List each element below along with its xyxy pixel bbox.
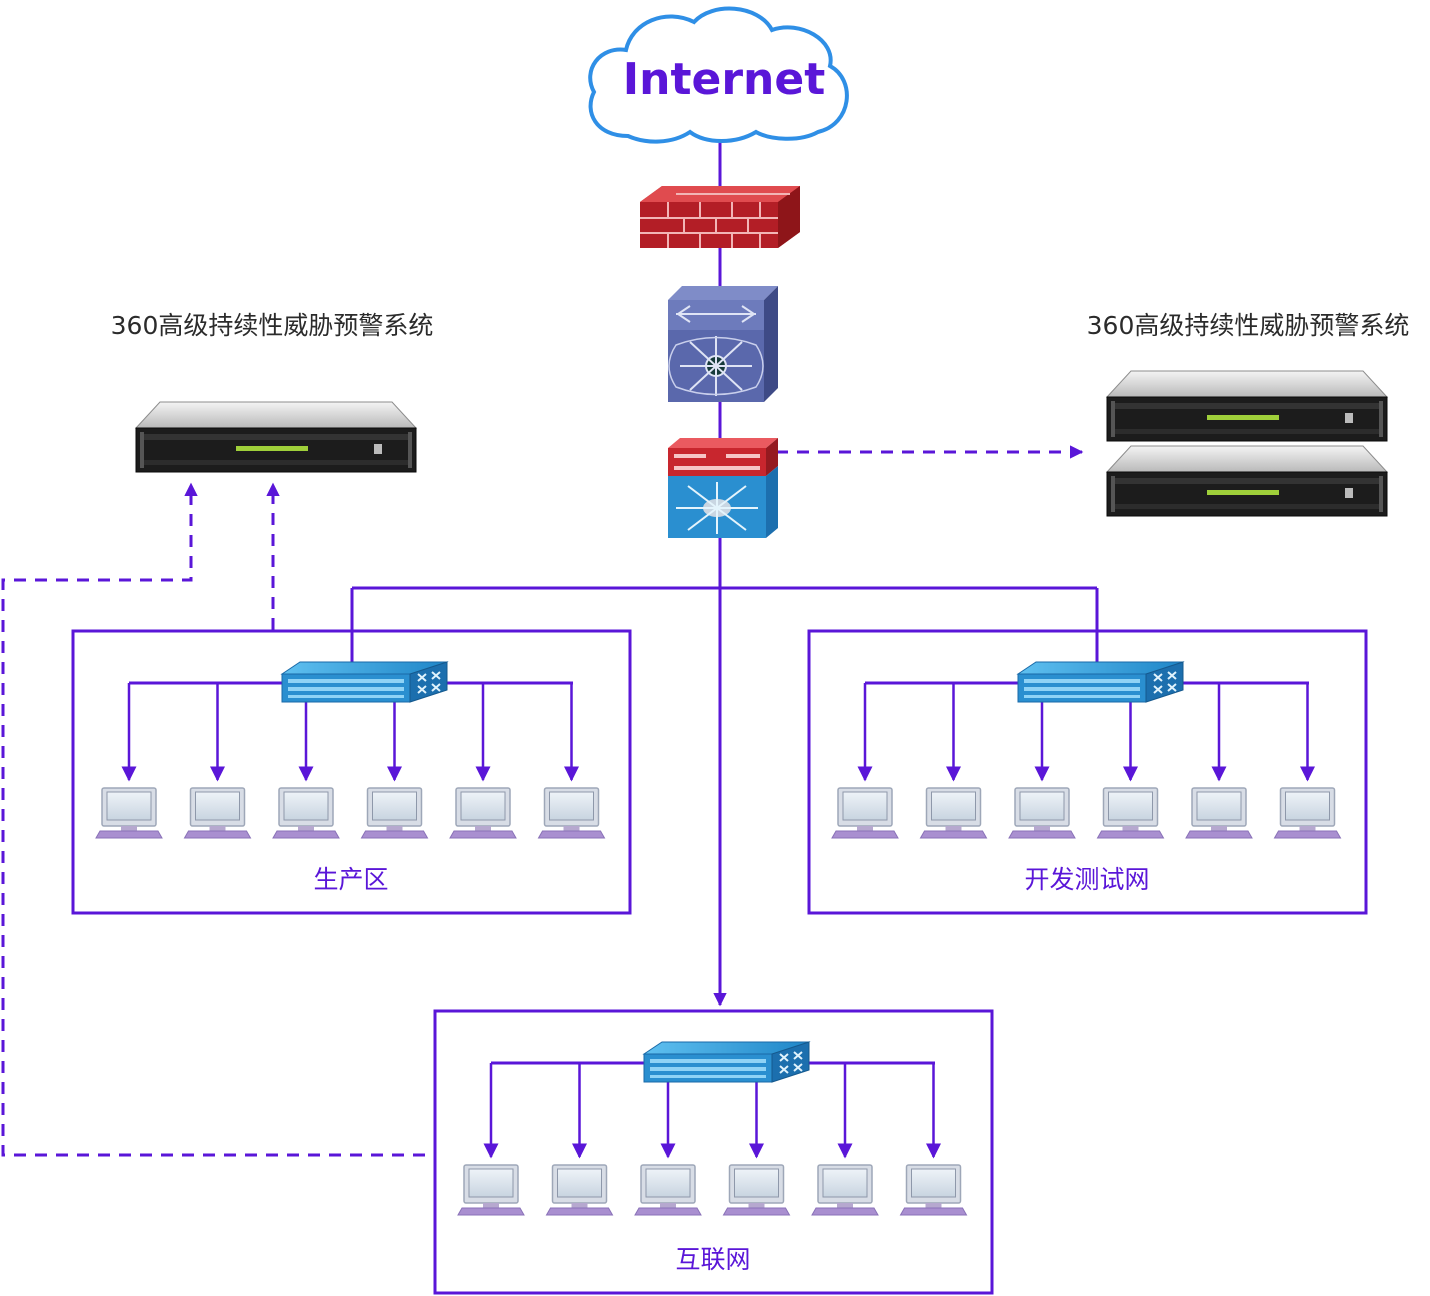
- zone-label-internet: 互联网: [675, 1245, 750, 1274]
- pc-icon: [537, 787, 606, 839]
- pc-icon: [1185, 787, 1253, 839]
- pc-icon: [811, 1164, 879, 1216]
- pc-icon: [1008, 787, 1076, 839]
- pc-icon: [545, 1164, 614, 1216]
- pc-icon: [899, 1164, 968, 1216]
- pc-icon: [272, 787, 340, 839]
- zone-box-production: [71, 629, 632, 915]
- pc-icon: [183, 787, 252, 839]
- zone-label-devtest: 开发测试网: [1024, 865, 1149, 894]
- pc-icon: [1096, 787, 1165, 839]
- switch-icon: [281, 661, 448, 703]
- zone-box-internet: [433, 1009, 994, 1295]
- pc-icon: [919, 787, 988, 839]
- connection-lines: [350, 138, 1099, 1007]
- server-icon-right-top: [1106, 370, 1388, 442]
- cloud-icon: Internet: [588, 6, 849, 144]
- pc-icon: [449, 787, 517, 839]
- switch-icon: [643, 1041, 810, 1083]
- pc-icon: [722, 1164, 791, 1216]
- server-icon-left: [135, 401, 417, 473]
- pc-icon: [1273, 787, 1342, 839]
- core-switch-icon: [668, 286, 778, 402]
- cloud-label: Internet: [623, 54, 825, 105]
- zone-box-devtest: [807, 629, 1368, 915]
- pc-icon: [634, 1164, 702, 1216]
- pc-icon: [95, 787, 163, 839]
- switch-icon: [1017, 661, 1184, 703]
- server-icon-right-bottom: [1106, 445, 1388, 517]
- multilayer-switch-icon: [668, 438, 778, 538]
- mirror-lines: [1, 445, 1084, 1157]
- mirror-internet-zone-to-left-system: [1, 482, 425, 1157]
- firewall-icon: [640, 186, 800, 248]
- left-system-label: 360高级持续性威胁预警系统: [111, 311, 434, 340]
- zone-wiring: [95, 661, 1342, 1216]
- pc-icon: [831, 787, 899, 839]
- pc-icon: [360, 787, 429, 839]
- right-system-label: 360高级持续性威胁预警系统: [1087, 311, 1410, 340]
- pc-icon: [457, 1164, 525, 1216]
- zone-label-production: 生产区: [313, 865, 388, 894]
